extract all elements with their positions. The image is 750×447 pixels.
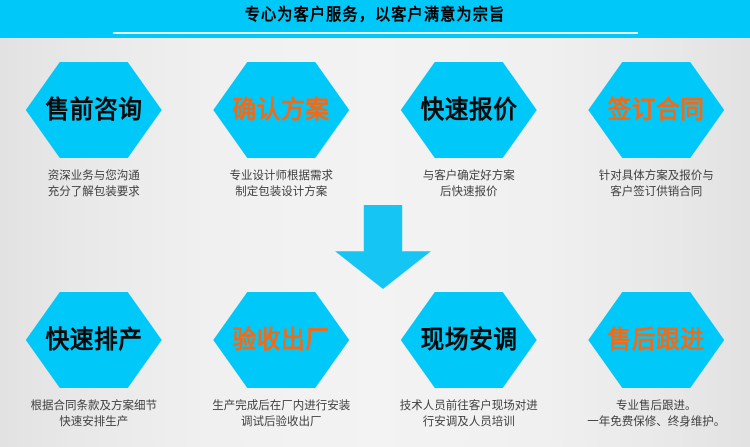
step-caption-3: 与客户确定好方案 后快速报价 <box>422 168 515 198</box>
hexagon-badge-6[interactable]: 验收出厂 <box>213 292 350 388</box>
process-step-4[interactable]: 签订合同 针对具体方案及报价与 客户签订供销合同 <box>563 62 750 199</box>
process-step-7[interactable]: 现场安调 技术人员前往客户现场对进 行安调及人员培训 <box>375 292 563 429</box>
step-caption-5: 根据合同条款及方案细节 快速安排生产 <box>30 398 158 428</box>
process-step-3[interactable]: 快速报价 与客户确定好方案 后快速报价 <box>375 62 563 199</box>
step-label-8: 售后跟进 <box>607 325 705 354</box>
process-step-8[interactable]: 售后跟进 专业售后跟进。 一年免费保修、终身维护。 <box>563 292 750 429</box>
process-step-6[interactable]: 验收出厂 生产完成后在厂内进行安装 调试后验收出厂 <box>188 292 376 429</box>
step-label-6: 验收出厂 <box>232 325 330 354</box>
hexagon-badge-8[interactable]: 售后跟进 <box>588 292 725 388</box>
step-label-1: 售前咨询 <box>45 95 143 124</box>
process-row-bottom: 快速排产 根据合同条款及方案细节 快速安排生产 验收出厂 生产完成后在厂内进行安… <box>0 292 750 429</box>
process-step-2[interactable]: 确认方案 专业设计师根据需求 制定包装设计方案 <box>188 62 376 199</box>
step-caption-1: 资深业务与您沟通 充分了解包装要求 <box>47 168 140 198</box>
step-label-4: 签订合同 <box>607 95 705 124</box>
step-caption-6: 生产完成后在厂内进行安装 调试后验收出厂 <box>212 398 351 428</box>
step-caption-4: 针对具体方案及报价与 客户签订供销合同 <box>598 168 714 198</box>
hexagon-badge-7[interactable]: 现场安调 <box>400 292 537 388</box>
process-step-5[interactable]: 快速排产 根据合同条款及方案细节 快速安排生产 <box>0 292 188 429</box>
hexagon-badge-2[interactable]: 确认方案 <box>213 62 350 158</box>
step-label-2: 确认方案 <box>232 95 330 124</box>
step-caption-2: 专业设计师根据需求 制定包装设计方案 <box>229 168 334 198</box>
step-caption-8: 专业售后跟进。 一年免费保修、终身维护。 <box>587 398 726 428</box>
hexagon-badge-3[interactable]: 快速报价 <box>400 62 537 158</box>
process-step-1[interactable]: 售前咨询 资深业务与您沟通 充分了解包装要求 <box>0 62 188 199</box>
step-caption-7: 技术人员前往客户现场对进 行安调及人员培训 <box>399 398 538 428</box>
hexagon-badge-1[interactable]: 售前咨询 <box>25 62 162 158</box>
hexagon-badge-4[interactable]: 签订合同 <box>588 62 725 158</box>
step-label-3: 快速报价 <box>420 95 518 124</box>
header-banner: 专心为客户服务，以客户满意为宗旨 <box>0 0 750 38</box>
step-label-7: 现场安调 <box>420 325 518 354</box>
down-arrow-icon <box>335 205 431 289</box>
step-label-5: 快速排产 <box>45 325 143 354</box>
banner-divider <box>113 32 638 34</box>
process-row-top: 售前咨询 资深业务与您沟通 充分了解包装要求 确认方案 专业设计师根据需求 制定… <box>0 62 750 199</box>
banner-title: 专心为客户服务，以客户满意为宗旨 <box>244 5 506 24</box>
hexagon-badge-5[interactable]: 快速排产 <box>25 292 162 388</box>
